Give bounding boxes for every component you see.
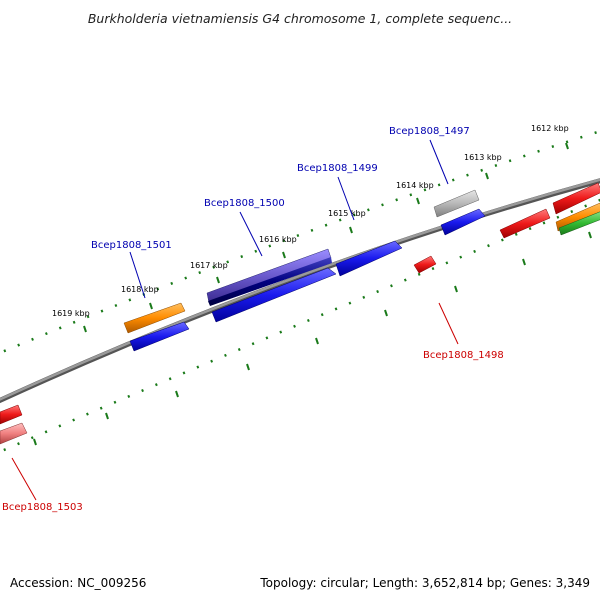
gene-gray-1497[interactable] bbox=[433, 189, 480, 218]
gene-blue-1501[interactable] bbox=[129, 321, 190, 352]
tick-mark-lower-3 bbox=[315, 337, 319, 345]
gene-navy-1500[interactable] bbox=[208, 257, 332, 306]
callout-line-1500 bbox=[239, 211, 263, 257]
callout-line-1503 bbox=[11, 457, 37, 501]
tick-mark-lower-8 bbox=[522, 258, 526, 266]
tick-label-1614: 1614 kbp bbox=[396, 181, 434, 190]
gene-green-right[interactable] bbox=[558, 211, 600, 236]
gene-orange-1501[interactable] bbox=[123, 302, 186, 334]
tick-labels: 1612 kbp 1613 kbp 1614 kbp 1615 kbp 1616… bbox=[52, 124, 569, 318]
genome-summary-text: Topology: circular; Length: 3,652,814 bp… bbox=[259, 576, 590, 590]
gene-blue-1500[interactable] bbox=[211, 267, 337, 323]
backbone-shadow bbox=[0, 178, 600, 404]
gene-red-1498[interactable] bbox=[413, 255, 437, 274]
gene-labels: Bcep1808_1497 Bcep1808_1499 Bcep1808_150… bbox=[2, 126, 504, 513]
callout-line-1498 bbox=[438, 302, 459, 345]
tick-label-1613: 1613 kbp bbox=[464, 153, 502, 162]
tick-mark-lower-2 bbox=[384, 309, 388, 317]
gene-label-1503[interactable]: Bcep1808_1503 bbox=[2, 502, 83, 513]
gene-label-1501[interactable]: Bcep1808_1501 bbox=[91, 240, 172, 251]
gene-red-right-b[interactable] bbox=[499, 208, 551, 239]
tick-label-1618: 1618 kbp bbox=[121, 285, 159, 294]
callout-line-1499 bbox=[337, 176, 355, 221]
tick-mark-lower-9 bbox=[588, 231, 592, 239]
forward-genes-outer bbox=[123, 182, 600, 334]
forward-genes-inner bbox=[129, 202, 600, 352]
map-title: Burkholderia vietnamiensis G4 chromosome… bbox=[88, 11, 512, 26]
gene-label-1497[interactable]: Bcep1808_1497 bbox=[389, 126, 470, 137]
tick-mark-1617 bbox=[216, 276, 220, 284]
tick-mark-1618 bbox=[149, 302, 153, 310]
gene-orange-right[interactable] bbox=[555, 202, 600, 232]
major-ticks bbox=[33, 142, 592, 446]
tick-label-1616: 1616 kbp bbox=[259, 235, 297, 244]
chromosome-backbone bbox=[0, 178, 600, 404]
gene-blue-1499[interactable] bbox=[335, 240, 403, 277]
tick-mark-lower-7 bbox=[33, 438, 37, 446]
tick-mark-1613 bbox=[485, 172, 489, 180]
backbone-line bbox=[0, 178, 600, 401]
tick-label-1612: 1612 kbp bbox=[531, 124, 569, 133]
tick-mark-1612 bbox=[565, 142, 569, 150]
gene-red-1503[interactable] bbox=[0, 404, 23, 425]
tick-mark-lower-4 bbox=[246, 363, 250, 371]
gene-pink-1503[interactable] bbox=[0, 422, 28, 445]
tick-mark-1619 bbox=[83, 325, 87, 333]
callout-line-1497 bbox=[429, 139, 449, 185]
gene-blue-1497[interactable] bbox=[440, 208, 486, 236]
tick-label-1619: 1619 kbp bbox=[52, 309, 90, 318]
tick-mark-lower-1 bbox=[454, 285, 458, 293]
accession-text: Accession: NC_009256 bbox=[10, 576, 146, 590]
gene-red-right-a[interactable] bbox=[552, 182, 600, 215]
tick-mark-lower-5 bbox=[175, 390, 179, 398]
tick-mark-lower-6 bbox=[105, 412, 109, 420]
callout-line-1501 bbox=[129, 251, 146, 299]
tick-mark-1614 bbox=[416, 197, 420, 205]
reverse-genes bbox=[0, 208, 551, 445]
tick-label-1615: 1615 kbp bbox=[328, 209, 366, 218]
gene-label-1498[interactable]: Bcep1808_1498 bbox=[423, 350, 504, 361]
tick-label-1617: 1617 kbp bbox=[190, 261, 228, 270]
tick-tracks bbox=[0, 129, 600, 454]
tick-mark-1616 bbox=[282, 251, 286, 259]
gene-label-1500[interactable]: Bcep1808_1500 bbox=[204, 198, 285, 209]
tick-mark-1615 bbox=[349, 226, 353, 234]
gene-label-1499[interactable]: Bcep1808_1499 bbox=[297, 163, 378, 174]
callout-lines bbox=[11, 139, 459, 501]
